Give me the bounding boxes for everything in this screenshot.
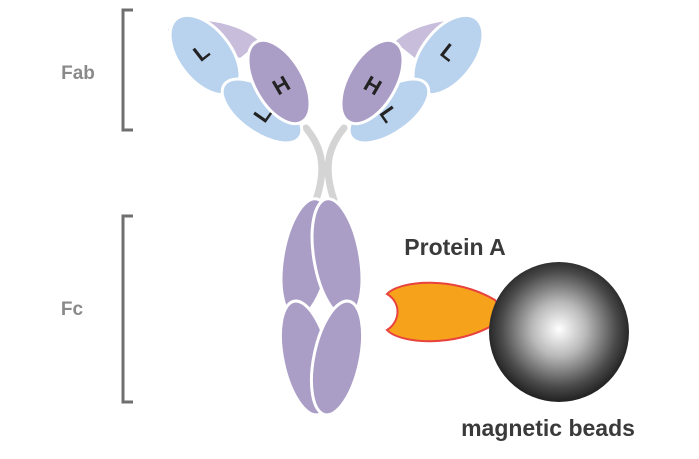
hinge-region [302,124,348,204]
fab-label: Fab [61,63,95,84]
fc-right-lower [309,299,365,417]
left-heavy-chain [246,38,312,126]
magnetic-beads-label: magnetic beads [461,415,635,441]
fab-bracket [121,8,133,132]
protein-a-shape [385,281,500,343]
fc-bracket [121,214,133,404]
fc-region [278,197,365,417]
magnetic-bead [489,262,629,402]
left-fab-arm: L H L [168,13,312,145]
fc-label: Fc [61,299,84,320]
protein-a-label: Protein A [404,234,505,260]
right-fab-arm: H L L [339,13,485,145]
right-heavy-chain [339,38,405,126]
